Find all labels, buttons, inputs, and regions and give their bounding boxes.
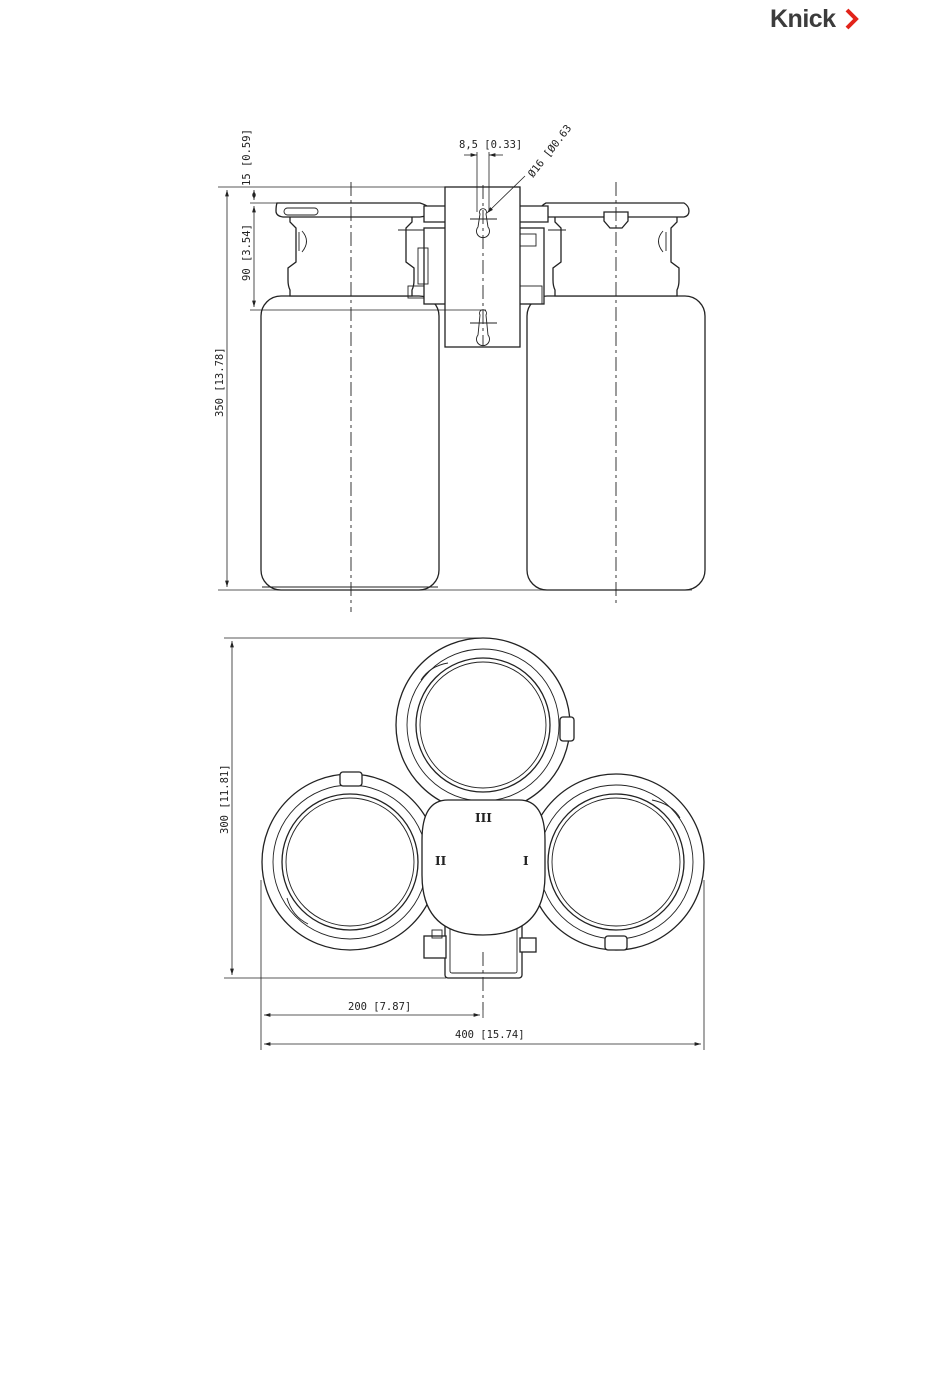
- dim-depth: 300 [11.81]: [219, 764, 231, 834]
- central-hub: III II I: [422, 800, 545, 935]
- dim-width: 400 [15.74]: [455, 1029, 525, 1041]
- position-label-1: I: [523, 854, 529, 868]
- position-label-2: II: [435, 854, 447, 868]
- wall-bracket: [445, 187, 520, 347]
- dim-cap-height: 90 [3.54]: [241, 224, 253, 281]
- front-view: 15 [0.59] 90 [3.54] 350 [13.78] 8,5 [0.3…: [214, 123, 705, 612]
- left-top-bottle: [262, 772, 438, 950]
- dim-top-gap: 15 [0.59]: [241, 129, 253, 186]
- left-bottle: [261, 203, 439, 590]
- top-view: III II I 300 [11.81] 200 [7.87] 400 [15.…: [219, 638, 704, 1050]
- dim-slot-width: 8,5 [0.33]: [459, 139, 522, 151]
- dim-hole-diameter: Ø16 [Ø0.63: [526, 123, 574, 180]
- dim-total-height: 350 [13.78]: [214, 347, 226, 417]
- right-top-bottle: [528, 774, 704, 950]
- dim-half-width: 200 [7.87]: [348, 1001, 411, 1013]
- top-bottle: [396, 638, 574, 812]
- position-label-3: III: [475, 811, 492, 825]
